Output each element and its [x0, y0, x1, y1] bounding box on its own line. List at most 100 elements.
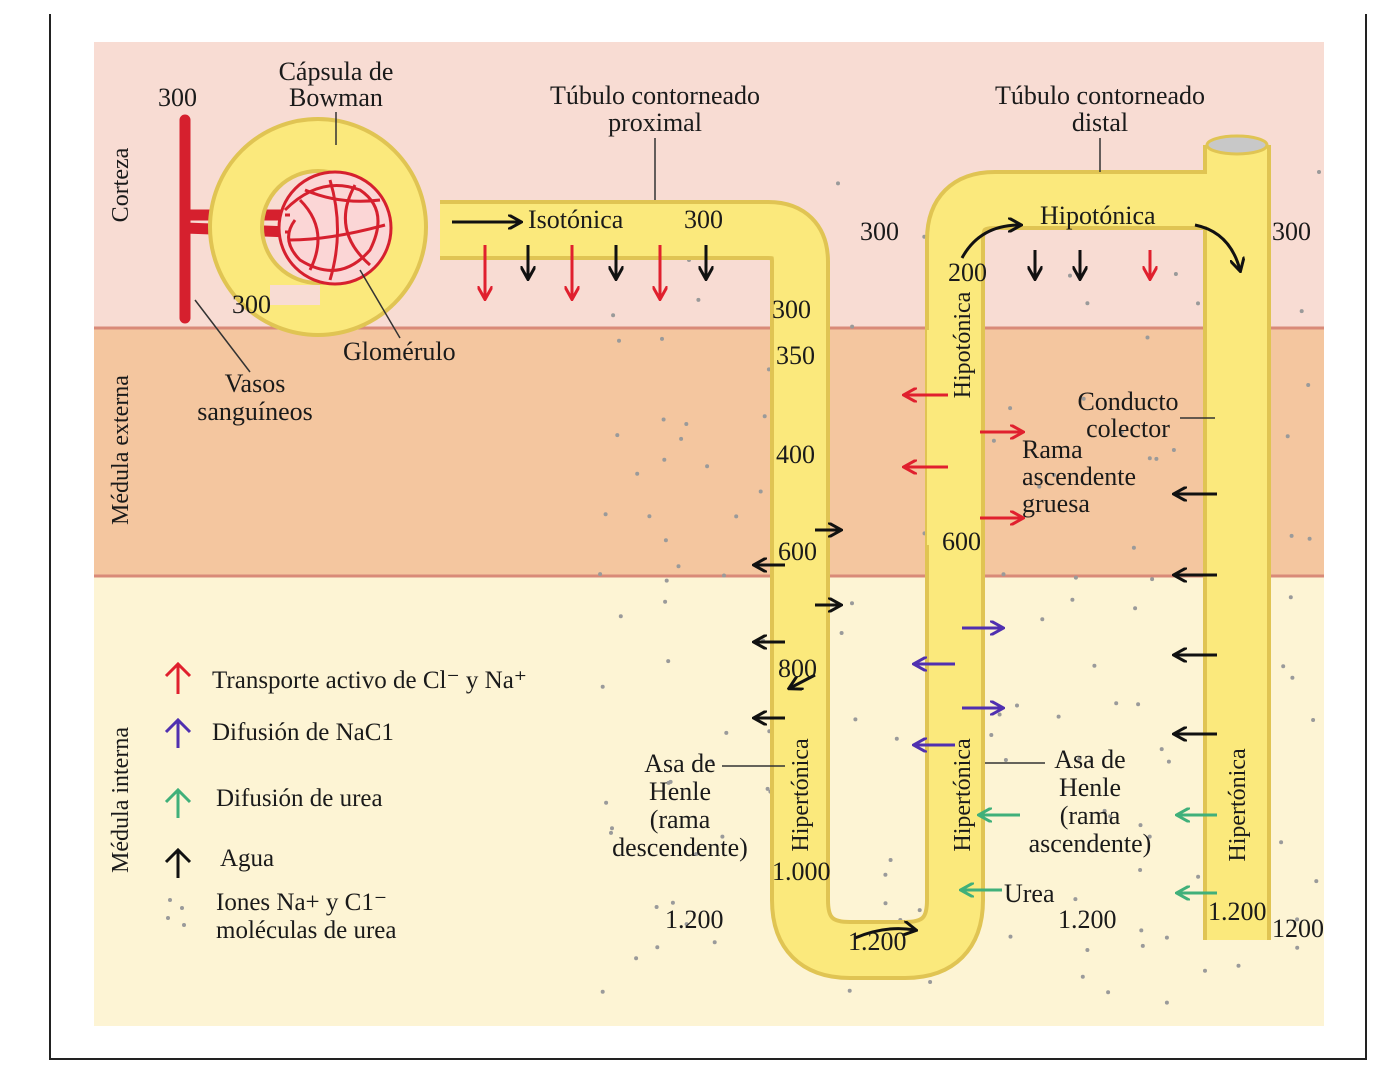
ion-dot: [662, 457, 667, 462]
glomerulo-pointer: [359, 269, 401, 339]
ion-dot: [1073, 897, 1078, 902]
figure-frame: [49, 14, 1367, 1060]
ion-dot: [758, 489, 763, 494]
ion-dot: [1173, 272, 1178, 276]
asa-asc-label-2: Henle: [1059, 773, 1121, 802]
nephron-tubule: [208, 117, 1271, 980]
osmo-mid-1200: 1.200: [1058, 905, 1117, 934]
ion-dot: [1052, 473, 1056, 477]
ion-dot: [1037, 484, 1042, 489]
ion-dot: [679, 436, 684, 441]
ion-dot: [1171, 448, 1176, 452]
osmo-edge-1200: 1200: [1272, 914, 1324, 943]
osmo-desc-300: 300: [772, 295, 811, 324]
hipertonica-asc-label: Hipertónica: [950, 738, 976, 852]
ion-dot: [1081, 396, 1086, 401]
ion-dot: [1108, 814, 1113, 819]
ion-dot: [734, 514, 739, 519]
dct-flow-arrow: [1194, 223, 1240, 270]
ion-dot: [1139, 928, 1144, 933]
ion-dot: [1196, 874, 1201, 879]
ion-dot: [600, 989, 605, 994]
ion-dot: [668, 779, 673, 784]
ion-dot: [598, 572, 603, 577]
osmo-desc-600: 600: [778, 537, 817, 566]
asa-asc-label-1: Asa de: [1054, 745, 1125, 774]
ion-dot: [1290, 675, 1295, 680]
ion-dot: [647, 514, 652, 519]
ion-dot: [617, 338, 621, 343]
osmo-cortex-300: 300: [860, 217, 899, 246]
ion-dot: [1138, 823, 1143, 828]
ion-dot: [705, 464, 710, 469]
dct-label-1: Túbulo contorneado: [995, 81, 1205, 110]
ion-dot: [1164, 1000, 1169, 1005]
legend-urea-label: Difusión de urea: [216, 785, 383, 812]
ion-dot: [1306, 383, 1311, 387]
ion-dot: [1203, 968, 1207, 973]
glomerulo-label: Glomérulo: [343, 337, 456, 366]
ion-dot: [1102, 808, 1107, 813]
ion-dot: [928, 980, 933, 984]
legend-ions-label-1: Iones Na+ y C1⁻: [216, 889, 387, 916]
ion-dot: [1085, 948, 1090, 952]
dct-label-2: distal: [1072, 108, 1128, 137]
ion-dot: [609, 830, 613, 835]
asa-desc-label-2: Henle: [649, 777, 711, 806]
ion-dot: [1154, 456, 1159, 461]
pct-label-2: proximal: [608, 108, 702, 137]
ion-dot: [1236, 963, 1241, 968]
ion-dot: [724, 730, 729, 735]
vasos-label-2: sanguíneos: [197, 397, 313, 426]
ion-dot: [1289, 533, 1294, 538]
ion-dot: [661, 417, 666, 422]
ion-dot: [664, 578, 669, 583]
ion-dot: [1136, 702, 1141, 707]
ion-dot: [1138, 868, 1143, 872]
osmo-desc-350: 350: [776, 341, 815, 370]
ion-dot: [1311, 718, 1316, 722]
ion-dot: [663, 599, 668, 604]
osmo-bottom-1200: 1.200: [848, 927, 907, 956]
ion-dot: [684, 922, 689, 927]
ion-dot: [1145, 335, 1150, 340]
ion-dot: [604, 800, 609, 805]
ion-dot: [1106, 990, 1111, 995]
ion-dot: [1073, 575, 1078, 580]
hipertonica-cd-label: Hipertónica: [1225, 748, 1251, 862]
zone-cortex-label: Corteza: [108, 147, 134, 222]
ion-dot: [670, 900, 675, 905]
ion-dot: [712, 940, 717, 945]
ion-dot: [1164, 935, 1169, 940]
ion-dot: [1295, 917, 1300, 922]
arrow-up-blue-icon: [164, 717, 192, 748]
ion-dot: [660, 336, 664, 341]
zone-inner-medulla-label: Médula interna: [108, 727, 134, 873]
ion-dot: [1147, 456, 1152, 461]
legend: Transporte activo de Cl⁻ y Na⁺ Difusión …: [164, 661, 527, 944]
ion-dot: [618, 614, 623, 619]
osmo-blood-300: 300: [158, 83, 197, 112]
legend-water-label: Agua: [220, 845, 274, 872]
dct-flow-arrow: [960, 225, 1020, 259]
ion-dot: [709, 759, 714, 763]
ion-dot: [1080, 974, 1085, 979]
bowman-label-1: Cápsula de: [279, 57, 394, 86]
ion-dot: [1131, 545, 1136, 550]
ion-dot: [634, 956, 639, 961]
ion-dot: [676, 564, 681, 569]
loop-flow-arrow: [854, 929, 915, 940]
ion-dot: [1159, 747, 1164, 752]
urea-label: Urea: [1004, 879, 1055, 908]
osmo-desc-800: 800: [778, 654, 817, 683]
osmo-right-300: 300: [1272, 217, 1311, 246]
ion-dot: [853, 717, 858, 722]
arrow-up-black-icon: [164, 847, 192, 878]
ion-dot: [997, 712, 1002, 717]
rama-label-2: ascendente: [1022, 462, 1136, 491]
ion-dot: [684, 422, 689, 426]
ion-dot: [847, 988, 852, 993]
pct-label-1: Túbulo contorneado: [550, 81, 760, 110]
rama-label-1: Rama: [1022, 435, 1083, 464]
